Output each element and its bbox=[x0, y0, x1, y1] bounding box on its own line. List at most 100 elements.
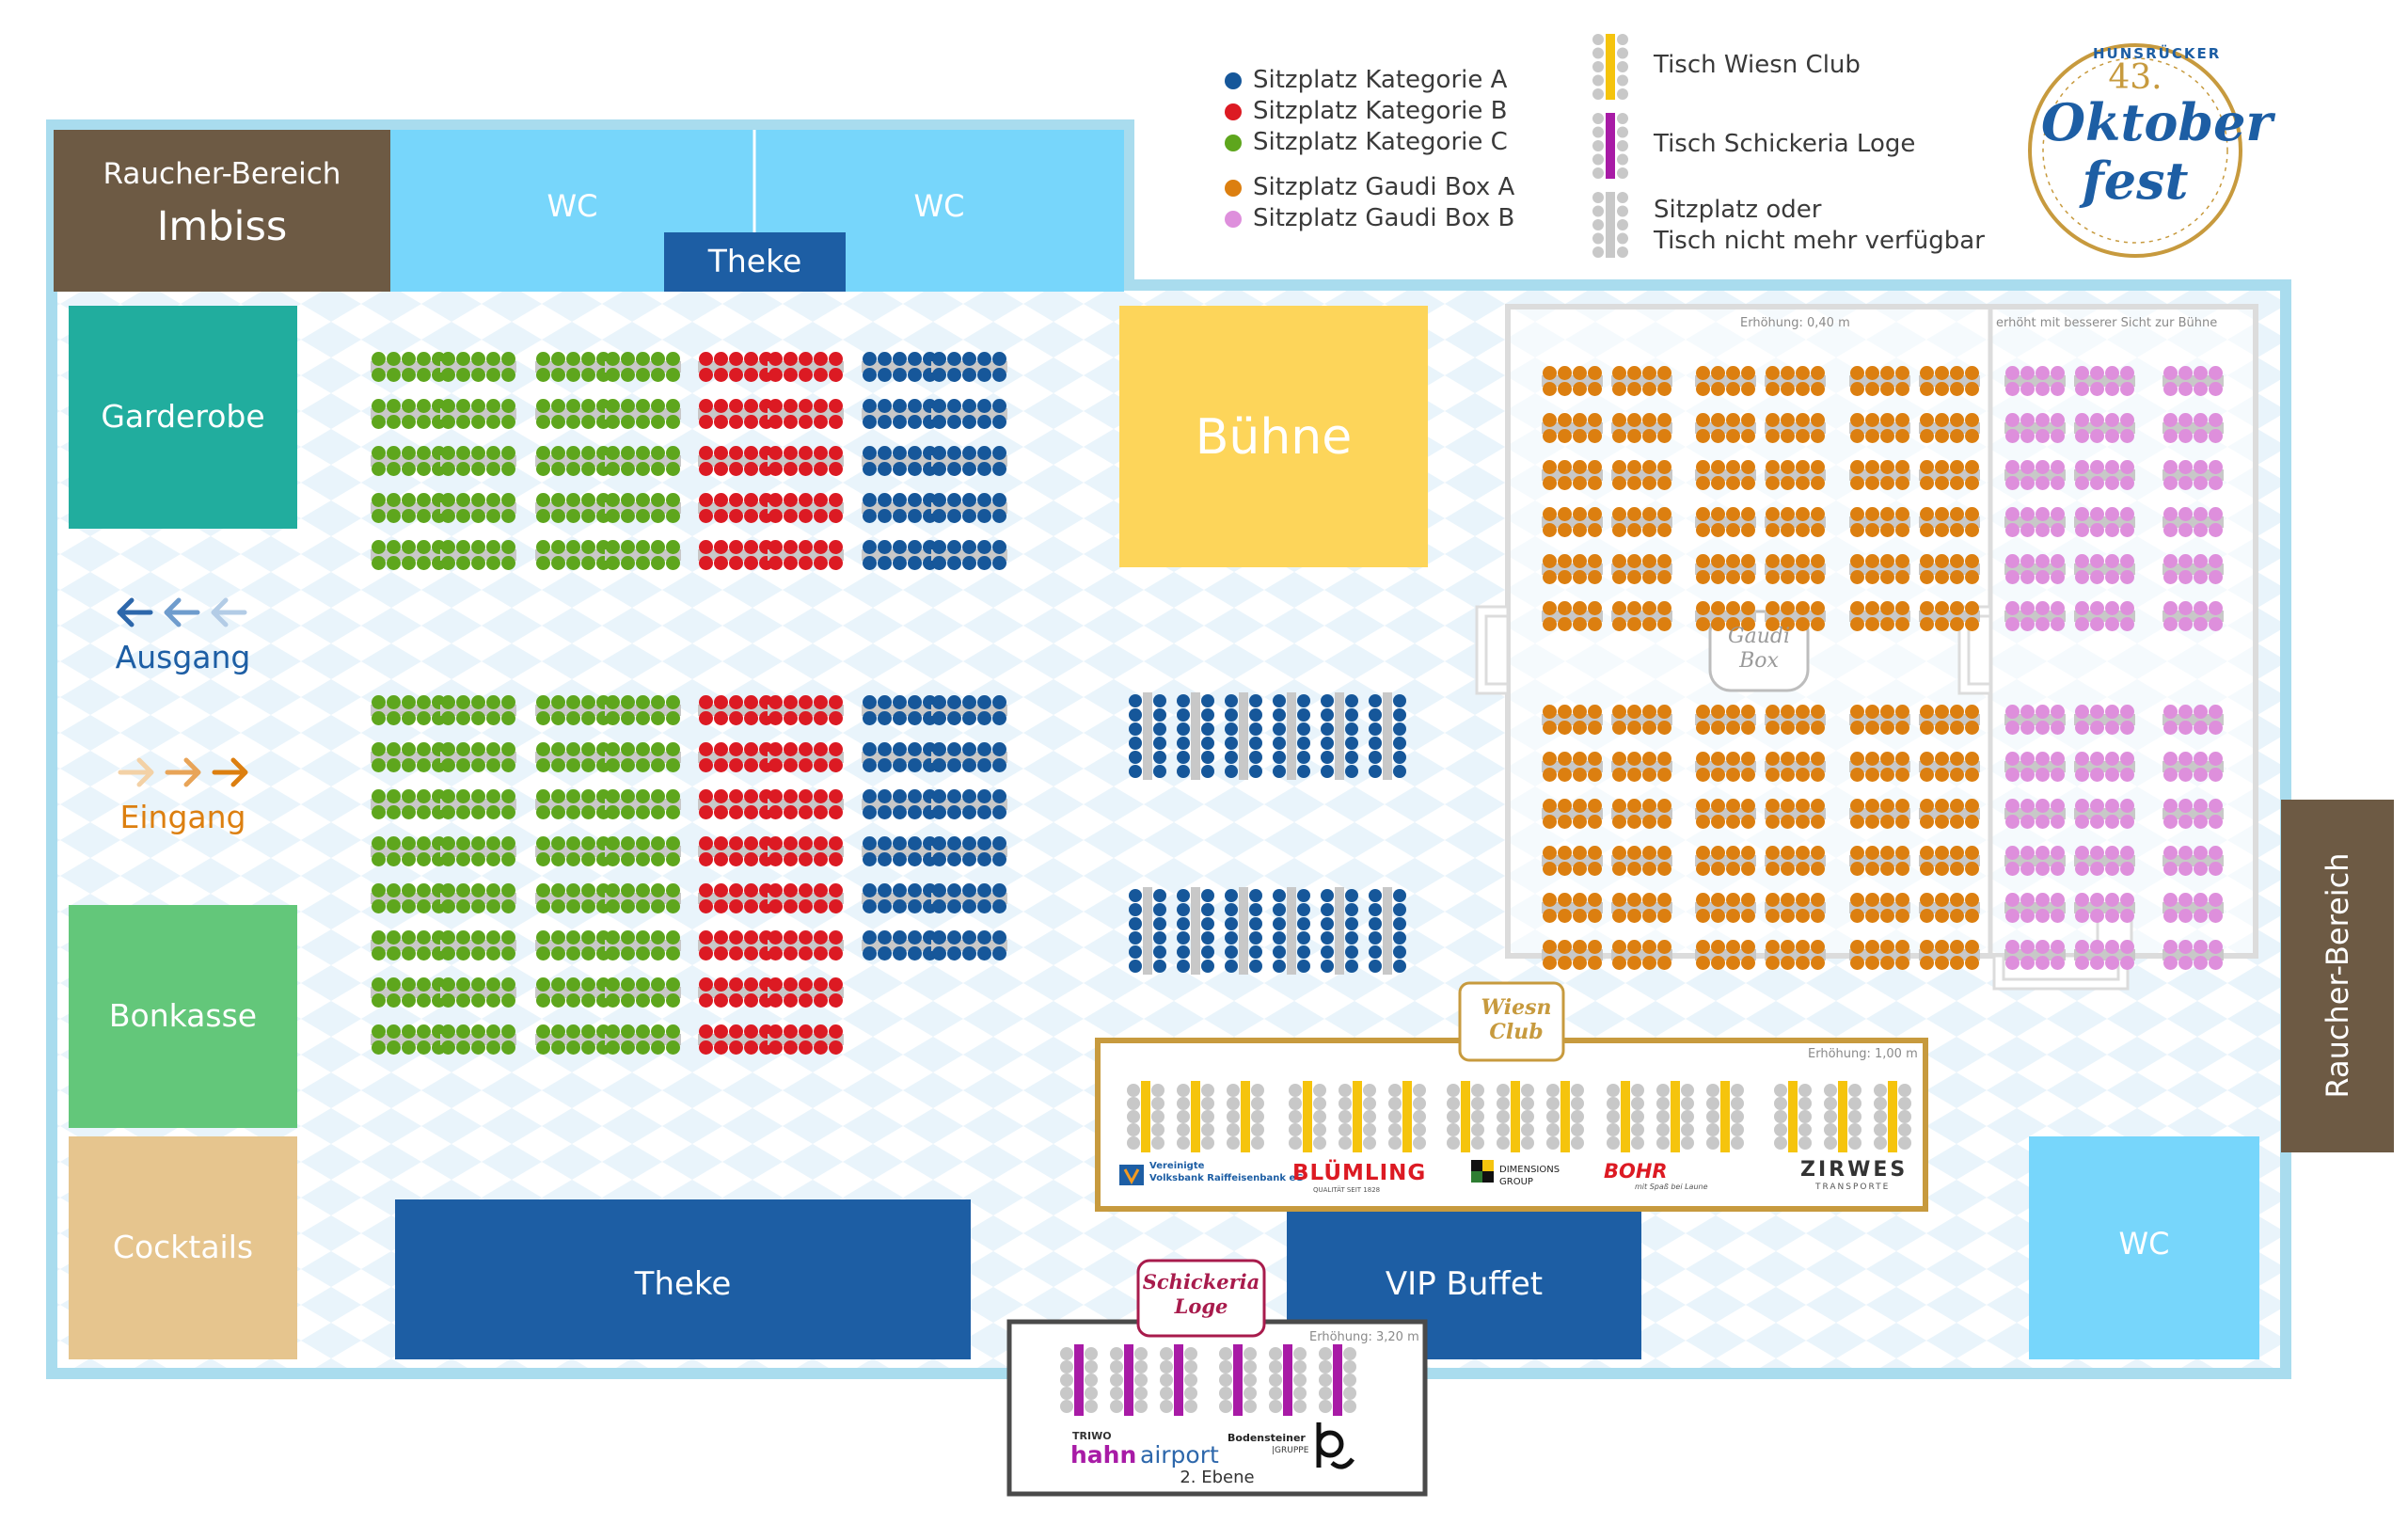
gaudi_b-seat[interactable] bbox=[2090, 909, 2104, 923]
gaudi_a-seat[interactable] bbox=[1811, 366, 1825, 380]
cat_b-seat[interactable] bbox=[699, 758, 713, 772]
cat_c-seat[interactable] bbox=[536, 399, 550, 413]
cat_b-seat[interactable] bbox=[768, 742, 783, 756]
cat_a-seat[interactable] bbox=[1249, 889, 1262, 902]
gaudi_b-seat[interactable] bbox=[2020, 705, 2035, 719]
gaudi_a-seat[interactable] bbox=[1642, 476, 1656, 490]
gaudi_a-seat[interactable] bbox=[1612, 570, 1626, 584]
cat_b-seat[interactable] bbox=[784, 695, 798, 709]
cat_a-seat[interactable] bbox=[893, 836, 907, 850]
cat_c-seat[interactable] bbox=[456, 930, 470, 945]
gaudi_a-seat[interactable] bbox=[1741, 617, 1755, 631]
gaudi_a-seat[interactable] bbox=[1612, 617, 1626, 631]
gaudi_a-seat[interactable] bbox=[1741, 570, 1755, 584]
cat_a-seat[interactable] bbox=[1393, 917, 1406, 930]
gaudi_a-seat[interactable] bbox=[1543, 862, 1557, 876]
cat_a-seat[interactable] bbox=[1225, 889, 1238, 902]
cat_b-seat[interactable] bbox=[729, 1040, 743, 1055]
cat_c-seat[interactable] bbox=[536, 352, 550, 366]
cat_c-seat[interactable] bbox=[441, 352, 455, 366]
gaudi_a-seat[interactable] bbox=[1880, 601, 1894, 615]
gaudi_b-seat[interactable] bbox=[2005, 752, 2020, 766]
cat_b-seat[interactable] bbox=[784, 930, 798, 945]
gaudi_a-seat[interactable] bbox=[1895, 507, 1909, 521]
cat_c-seat[interactable] bbox=[387, 789, 401, 803]
cat_c-seat[interactable] bbox=[417, 993, 431, 1008]
gaudi_a-seat[interactable] bbox=[1726, 523, 1740, 537]
gaudi_a-seat[interactable] bbox=[1796, 721, 1810, 735]
gaudi_b-seat[interactable] bbox=[2090, 429, 2104, 443]
cat_b-seat[interactable] bbox=[729, 1024, 743, 1039]
gaudi_a-seat[interactable] bbox=[1766, 617, 1780, 631]
gaudi_a-seat[interactable] bbox=[1850, 460, 1864, 474]
cat_a-seat[interactable] bbox=[1249, 694, 1262, 707]
cat_c-seat[interactable] bbox=[621, 368, 635, 382]
gaudi_a-seat[interactable] bbox=[1965, 940, 1979, 954]
cat_a-seat[interactable] bbox=[947, 836, 961, 850]
cat_b-seat[interactable] bbox=[814, 742, 828, 756]
cat_b-seat[interactable] bbox=[799, 852, 813, 866]
cat_c-seat[interactable] bbox=[417, 556, 431, 570]
cat_b-seat[interactable] bbox=[799, 930, 813, 945]
cat_c-seat[interactable] bbox=[471, 695, 485, 709]
gaudi_b-seat[interactable] bbox=[2005, 601, 2020, 615]
gaudi_a-seat[interactable] bbox=[1920, 956, 1934, 970]
cat_b-seat[interactable] bbox=[699, 899, 713, 913]
gaudi_a-seat[interactable] bbox=[1850, 956, 1864, 970]
gaudi_b-seat[interactable] bbox=[2120, 429, 2134, 443]
schickeria-table[interactable] bbox=[1283, 1344, 1292, 1416]
cat_a-seat[interactable] bbox=[1393, 722, 1406, 736]
cat_c-seat[interactable] bbox=[621, 493, 635, 507]
gaudi_b-seat[interactable] bbox=[2178, 429, 2193, 443]
cat_a-seat[interactable] bbox=[1273, 694, 1286, 707]
cat_a-seat[interactable] bbox=[863, 899, 877, 913]
gaudi_b-seat[interactable] bbox=[2036, 768, 2050, 782]
gaudi_a-seat[interactable] bbox=[1627, 705, 1641, 719]
cat_a-seat[interactable] bbox=[932, 352, 946, 366]
gaudi_b-seat[interactable] bbox=[2163, 940, 2178, 954]
cat_b-seat[interactable] bbox=[714, 446, 728, 460]
cat_b-seat[interactable] bbox=[814, 711, 828, 725]
cat_c-seat[interactable] bbox=[581, 852, 595, 866]
cat_c-seat[interactable] bbox=[536, 695, 550, 709]
cat_c-seat[interactable] bbox=[471, 805, 485, 819]
cat_b-seat[interactable] bbox=[829, 399, 843, 413]
gaudi_a-seat[interactable] bbox=[1766, 909, 1780, 923]
gaudi_b-seat[interactable] bbox=[2020, 846, 2035, 860]
cat_c-seat[interactable] bbox=[372, 368, 386, 382]
gaudi_a-seat[interactable] bbox=[1588, 893, 1602, 907]
gaudi_a-seat[interactable] bbox=[1612, 799, 1626, 813]
gaudi_a-seat[interactable] bbox=[1696, 956, 1710, 970]
cat_c-seat[interactable] bbox=[581, 493, 595, 507]
cat_b-seat[interactable] bbox=[768, 758, 783, 772]
cat_c-seat[interactable] bbox=[402, 540, 416, 554]
cat_c-seat[interactable] bbox=[456, 852, 470, 866]
gaudi_a-seat[interactable] bbox=[1796, 752, 1810, 766]
cat_b-seat[interactable] bbox=[714, 399, 728, 413]
cat_c-seat[interactable] bbox=[486, 509, 500, 523]
gaudi_b-seat[interactable] bbox=[2075, 460, 2089, 474]
cat_a-seat[interactable] bbox=[1177, 889, 1190, 902]
cat_b-seat[interactable] bbox=[829, 695, 843, 709]
gaudi_b-seat[interactable] bbox=[2075, 846, 2089, 860]
cat_c-seat[interactable] bbox=[471, 883, 485, 897]
cat_a-seat[interactable] bbox=[908, 695, 922, 709]
gaudi_a-seat[interactable] bbox=[1865, 476, 1879, 490]
gaudi_a-seat[interactable] bbox=[1543, 570, 1557, 584]
cat_b-seat[interactable] bbox=[784, 742, 798, 756]
gaudi_a-seat[interactable] bbox=[1711, 601, 1725, 615]
cat_c-seat[interactable] bbox=[581, 446, 595, 460]
cat_a-seat[interactable] bbox=[878, 852, 892, 866]
cat_a-seat[interactable] bbox=[977, 493, 991, 507]
cat_a-seat[interactable] bbox=[992, 695, 1006, 709]
cat_a-seat[interactable] bbox=[932, 805, 946, 819]
cat_c-seat[interactable] bbox=[551, 852, 565, 866]
gaudi_a-seat[interactable] bbox=[1781, 768, 1795, 782]
cat_a-seat[interactable] bbox=[863, 805, 877, 819]
cat_a-seat[interactable] bbox=[932, 742, 946, 756]
cat_c-seat[interactable] bbox=[501, 805, 515, 819]
gaudi_a-seat[interactable] bbox=[1612, 846, 1626, 860]
gaudi_a-seat[interactable] bbox=[1726, 382, 1740, 396]
cat_c-seat[interactable] bbox=[621, 399, 635, 413]
cat_c-seat[interactable] bbox=[566, 556, 580, 570]
